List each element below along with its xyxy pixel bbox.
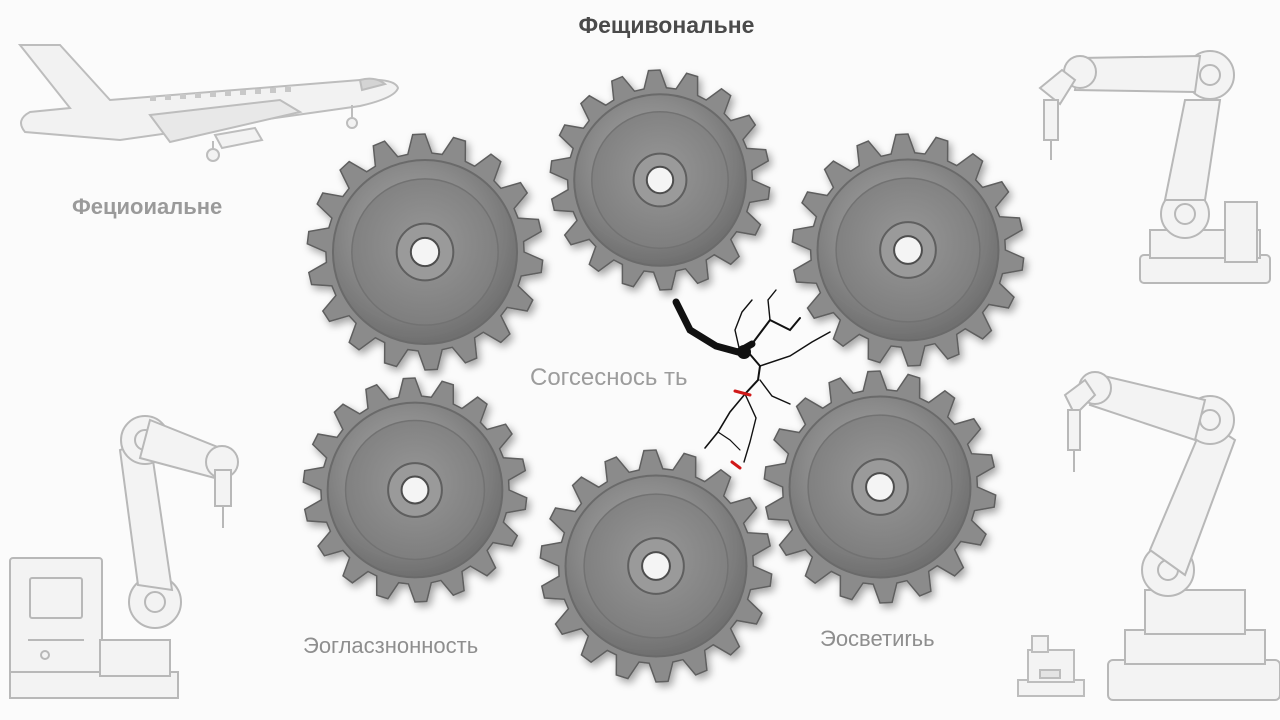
left-label: Фециоиальне [72, 194, 223, 219]
machine-icon [1017, 635, 1085, 697]
center-label: Согсеснось ть [530, 364, 688, 391]
robot-arm-icon [9, 415, 239, 699]
gear-left [306, 133, 544, 371]
gear-bottom-left [302, 377, 528, 603]
gear-bottom-center [539, 449, 773, 683]
airplane-icon [17, 44, 400, 162]
bottom-right-label: Эосветиrьь [820, 626, 935, 651]
robot-arm-icon [1063, 371, 1280, 701]
title-label: Фещивональне [578, 12, 755, 38]
gear-bottom-right [763, 370, 997, 604]
robot-arm-icon [1038, 50, 1271, 284]
gear-top [549, 69, 771, 291]
gear-right [791, 133, 1025, 367]
crack-mark [672, 289, 831, 470]
bottom-left-label: Эоглаcзнонность [303, 633, 479, 658]
